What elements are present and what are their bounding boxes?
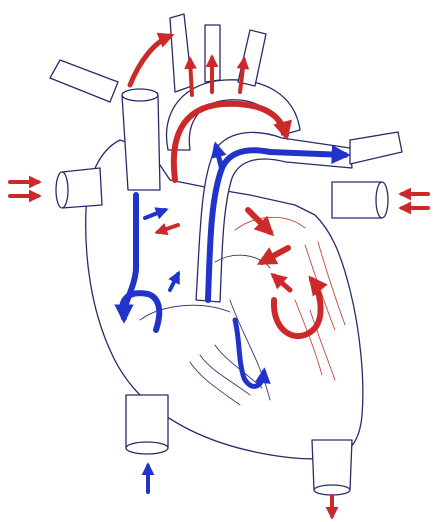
left-pulmonary-veins-opening — [376, 182, 388, 218]
superior-vena-cava-opening — [122, 89, 158, 101]
brachiocephalic-flow-arrow — [130, 36, 170, 85]
brachiocephalic-branch — [170, 14, 192, 92]
carotid-flow-arrow-1 — [190, 60, 192, 95]
inferior-vena-cava-opening — [126, 442, 168, 454]
superior-vena-cava — [122, 95, 160, 190]
pulmonary-artery-flow-arrow — [270, 152, 345, 155]
right-subclavian-branch — [50, 60, 118, 102]
descending-aorta-opening — [314, 485, 350, 495]
descending-aorta — [312, 440, 352, 490]
left-pulmonary-veins — [332, 182, 382, 218]
inferior-vena-cava — [126, 395, 168, 448]
right-pulmonary-artery — [350, 132, 402, 164]
right-pulmonary-veins-opening — [56, 172, 68, 208]
